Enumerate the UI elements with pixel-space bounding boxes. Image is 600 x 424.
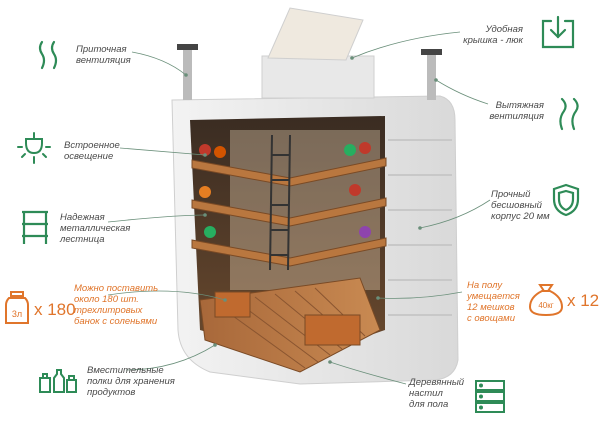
jar-icon-label: 3л	[12, 309, 22, 319]
lamp-icon	[17, 132, 51, 164]
ladder-shelf-icon	[22, 210, 48, 244]
sack-count: x 12	[567, 291, 600, 310]
shield-icon	[552, 183, 580, 217]
sack-icon: 40кг	[528, 284, 564, 317]
supply-ventilation-icon	[38, 40, 58, 70]
bottles-icon	[39, 369, 77, 393]
exhaust-ventilation-icon	[559, 97, 579, 131]
jar-icon: 3л	[5, 291, 29, 324]
sack-icon-label: 40кг	[538, 301, 553, 310]
floor-planks-icon	[475, 380, 505, 413]
jar-count: x 180	[34, 300, 76, 319]
hatch-download-icon	[541, 15, 575, 49]
